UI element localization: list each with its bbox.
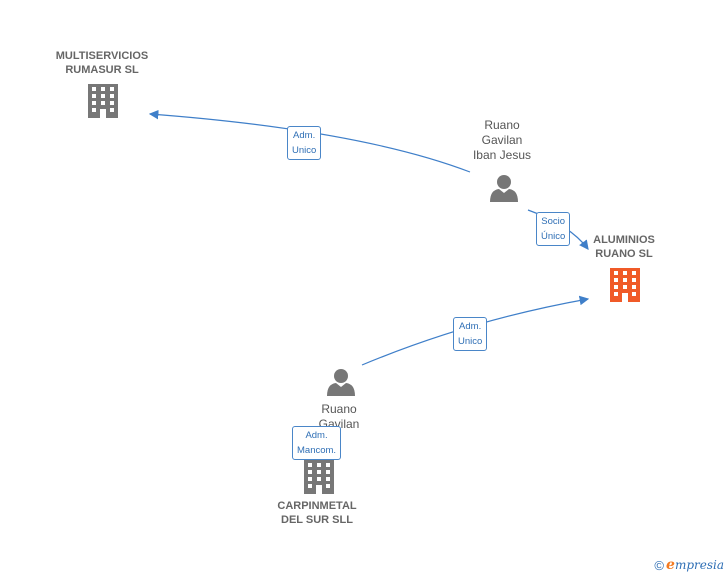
building-icon[interactable]: [304, 460, 334, 494]
edge-label-adm-unico-top: Adm. Unico: [287, 126, 322, 160]
building-icon[interactable]: [88, 84, 118, 118]
empresia-logo[interactable]: empresia: [666, 557, 724, 573]
edge-ruano-iban-to-multiservicios: [148, 109, 471, 173]
person-label-ruano-iban[interactable]: Ruano Gavilan Iban Jesus: [472, 118, 532, 162]
copyright-symbol: ©: [654, 558, 664, 573]
brand-rest: mpresia: [674, 558, 724, 572]
person-icon[interactable]: [490, 175, 518, 202]
building-icon-main[interactable]: [610, 268, 640, 302]
person-icon[interactable]: [327, 369, 355, 396]
company-label-aluminios[interactable]: ALUMINIOS RUANO SL: [593, 234, 655, 260]
edge-label-adm-mancom: Adm. Mancom.: [292, 426, 342, 460]
company-label-multiservicios[interactable]: MULTISERVICIOS RUMASUR SL: [55, 50, 149, 76]
brand-e: e: [666, 557, 675, 573]
edge-label-adm-unico-bottom: Adm. Unico: [453, 317, 488, 351]
company-label-carpinmetal[interactable]: CARPINMETAL DEL SUR SLL: [277, 500, 357, 526]
edge-label-socio-unico: Socio Único: [536, 212, 571, 246]
